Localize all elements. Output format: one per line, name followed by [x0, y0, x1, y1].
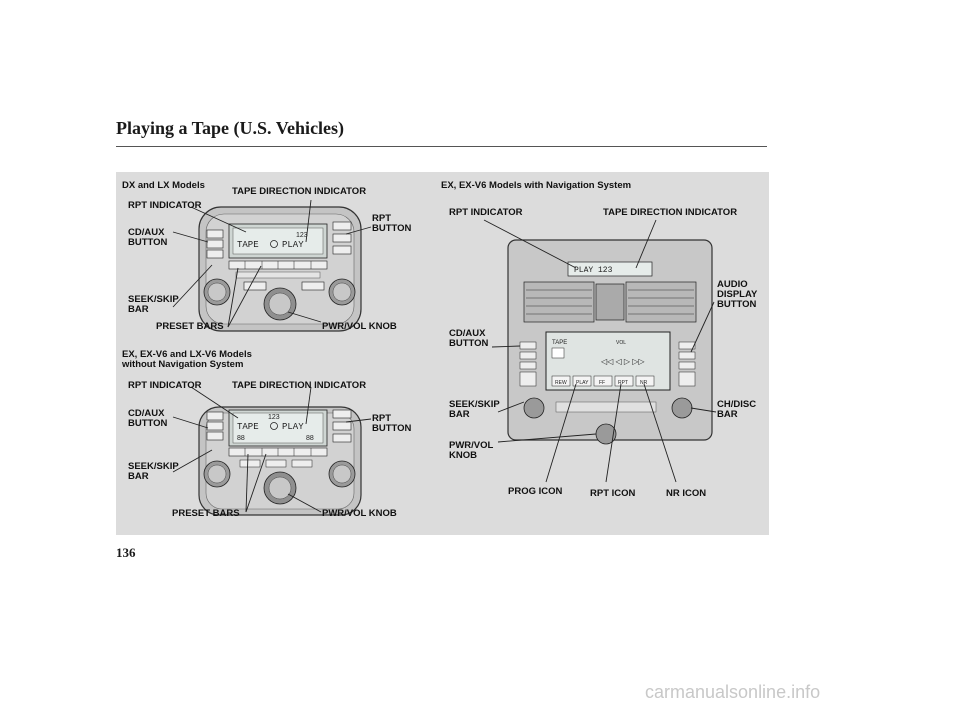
nav-screen-vol: VOL — [616, 340, 626, 346]
nav-top-display: PLAY 123 — [574, 266, 613, 275]
label-cd-aux-button: CD/AUX BUTTON — [128, 227, 168, 248]
label-nr-icon: NR ICON — [666, 488, 707, 499]
label-cd-aux-button: CD/AUX BUTTON — [449, 328, 489, 349]
nav-btn-nr: NR — [640, 380, 648, 386]
label-rpt-indicator: RPT INDICATOR — [128, 200, 202, 211]
nav-btn-play: PLAY — [576, 380, 589, 386]
dx-display-tape: TAPE — [237, 240, 259, 250]
label-pwr-vol-knob: PWR/VOL KNOB — [449, 440, 494, 461]
label-pwr-vol-knob: PWR/VOL KNOB — [322, 508, 397, 519]
radio-unit-ex-no-nav: TAPE PLAY 123 88 88 — [198, 406, 362, 516]
radio-unit-navigation: PLAY 123 TAPE VOL ◁◁ ◁ ▷ ▷▷ REW — [507, 239, 713, 445]
label-tape-direction-indicator: TAPE DIRECTION INDICATOR — [232, 186, 367, 197]
title-rule — [116, 146, 767, 147]
label-rpt-icon: RPT ICON — [590, 488, 636, 499]
label-rpt-button: RPT BUTTON — [372, 213, 412, 234]
label-seek-skip-bar: SEEK/SKIP BAR — [128, 294, 179, 315]
section-heading-ex-no-nav: EX, EX-V6 and LX-V6 Models without Navig… — [122, 349, 252, 370]
label-seek-skip-bar: SEEK/SKIP BAR — [449, 399, 500, 420]
label-preset-bars: PRESET BARS — [172, 508, 240, 519]
ex-display-left: 88 — [237, 435, 245, 442]
label-tape-direction-indicator: TAPE DIRECTION INDICATOR — [232, 380, 367, 391]
nav-btn-ff: FF — [599, 380, 605, 386]
nav-btn-rew: REW — [555, 380, 567, 386]
radio-illustrations: TAPE PLAY 123 — [172, 199, 717, 516]
ex-display-play: PLAY — [282, 422, 304, 432]
leader-lines — [172, 199, 717, 513]
ex-display-number: 123 — [268, 414, 280, 421]
figure-panel: TAPE PLAY 123 — [116, 172, 769, 535]
label-pwr-vol-knob: PWR/VOL KNOB — [322, 321, 397, 332]
label-rpt-indicator: RPT INDICATOR — [128, 380, 202, 391]
nav-screen-tape: TAPE — [552, 340, 567, 346]
dx-display-number: 123 — [296, 232, 308, 239]
section-heading-dx-lx: DX and LX Models — [122, 180, 205, 191]
label-tape-direction-indicator: TAPE DIRECTION INDICATOR — [603, 207, 738, 218]
page-number: 136 — [116, 545, 136, 560]
nav-btn-rpt: RPT — [618, 380, 628, 386]
section-heading-ex-nav: EX, EX-V6 Models with Navigation System — [441, 180, 632, 191]
watermark: carmanualsonline.info — [645, 682, 821, 702]
label-preset-bars: PRESET BARS — [156, 321, 224, 332]
label-cd-aux-button: CD/AUX BUTTON — [128, 408, 168, 429]
label-prog-icon: PROG ICON — [508, 486, 563, 497]
label-ch-disc-bar: CH/DISC BAR — [717, 399, 757, 420]
radio-unit-dx-lx: TAPE PLAY 123 — [198, 206, 362, 332]
svg-text:◁◁ ◁ ▷ ▷▷: ◁◁ ◁ ▷ ▷▷ — [601, 357, 645, 366]
ex-display-tape: TAPE — [237, 422, 259, 432]
label-seek-skip-bar: SEEK/SKIP BAR — [128, 461, 179, 482]
label-rpt-button: RPT BUTTON — [372, 413, 412, 434]
dx-display-play: PLAY — [282, 240, 304, 250]
label-rpt-indicator: RPT INDICATOR — [449, 207, 523, 218]
label-audio-display-button: AUDIO DISPLAY BUTTON — [717, 279, 758, 310]
ex-display-right: 88 — [306, 435, 314, 442]
page-title: Playing a Tape (U.S. Vehicles) — [116, 118, 345, 138]
